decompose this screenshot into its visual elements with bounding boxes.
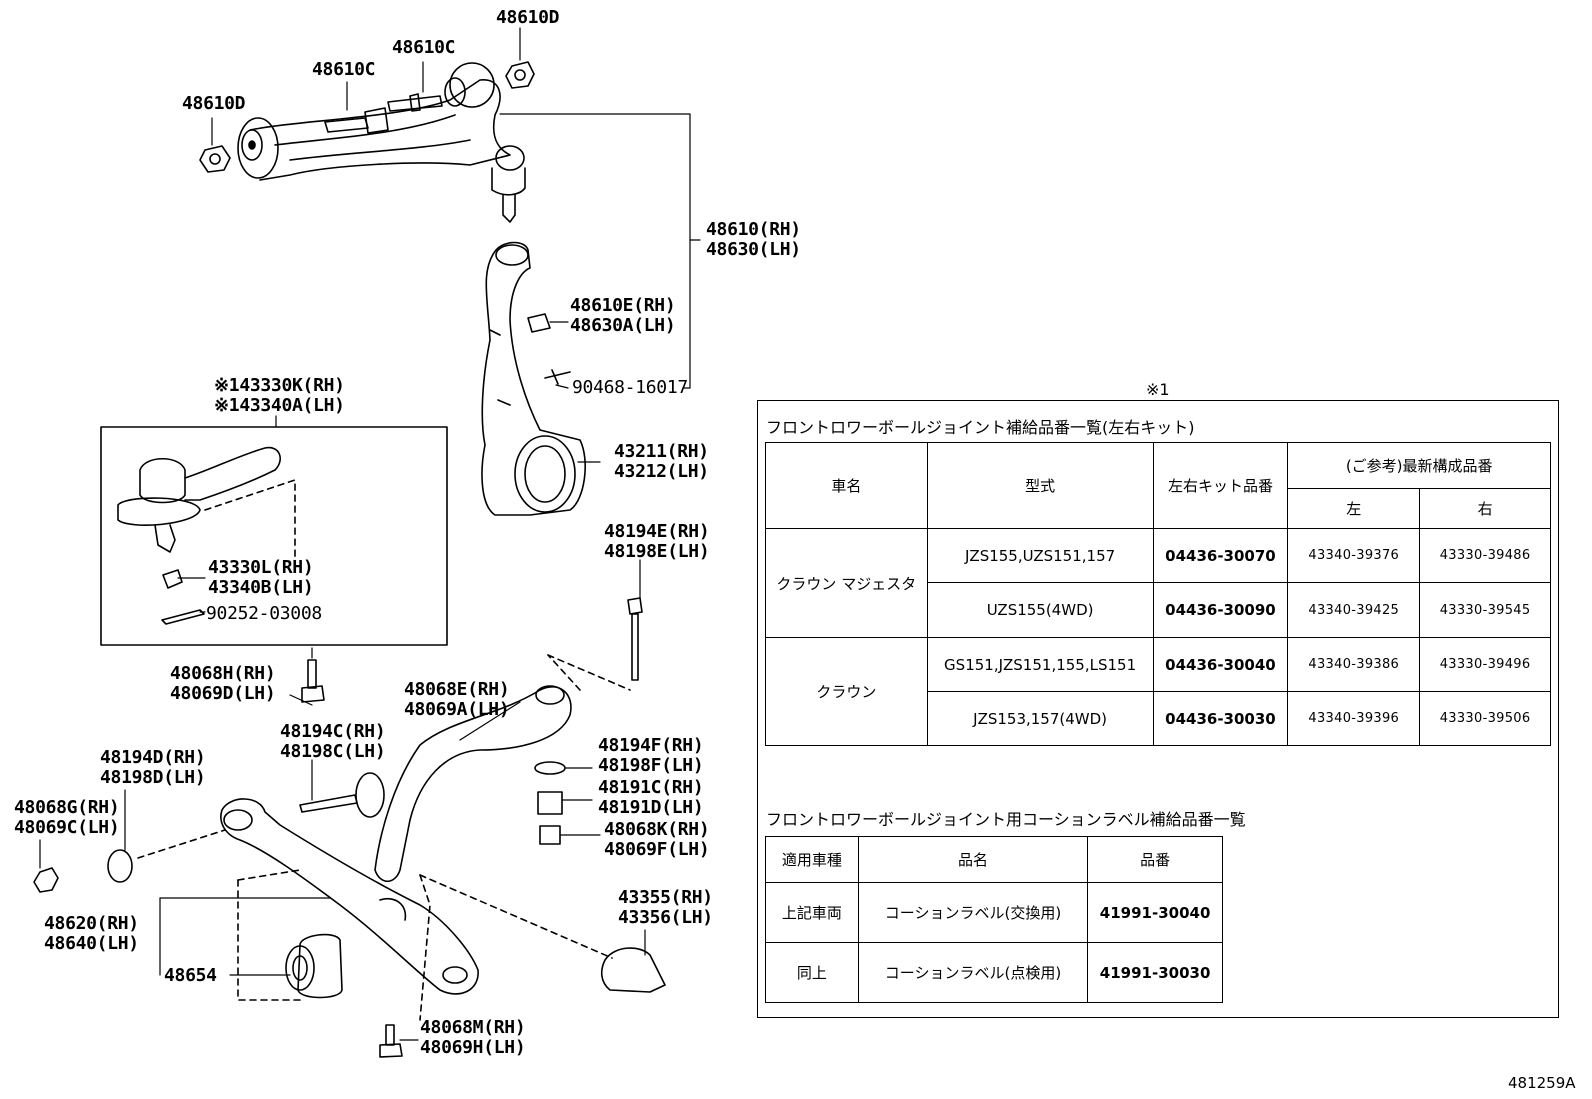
model-cell: JZS153,157(4WD)	[926, 691, 1154, 746]
table2-title: フロントロワーボールジョイント用コーションラベル補給品番一覧	[766, 810, 1246, 829]
header-part: 品番	[1087, 836, 1223, 883]
left-part-number[interactable]: 43340-39386	[1287, 637, 1421, 692]
right-part-number[interactable]: 43330-39486	[1419, 528, 1551, 583]
table-row: クラウン マジェスタ JZS155,UZS151,157 04436-30070…	[765, 528, 1551, 638]
left-part-number[interactable]: 43340-39396	[1287, 691, 1421, 746]
callout-90468[interactable]: 90468-16017	[572, 377, 688, 398]
callout-48194F[interactable]: 48194F(RH)48198F(LH)	[598, 735, 704, 776]
callout-48610[interactable]: 48610(RH)48630(LH)	[706, 219, 801, 260]
kit-part-number[interactable]: 04436-30040	[1152, 637, 1289, 692]
label-part-number[interactable]: 41991-30040	[1087, 882, 1223, 943]
table-frame	[757, 400, 1559, 1018]
header-car: 車名	[765, 442, 928, 529]
callout-48068M[interactable]: 48068M(RH)48069H(LH)	[420, 1017, 526, 1058]
callout-48068E[interactable]: 48068E(RH)48069A(LH)	[404, 679, 510, 720]
table-row: 上記車両 コーションラベル(交換用) 41991-30040	[765, 882, 1223, 943]
callout-48194E[interactable]: 48194E(RH)48198E(LH)	[604, 521, 710, 562]
callout-90252[interactable]: 90252-03008	[206, 603, 322, 624]
table-row: JZS153,157(4WD) 04436-30030 43340-39396 …	[766, 691, 1551, 746]
model-cell: JZS155,UZS151,157	[926, 528, 1154, 583]
callout-43330L[interactable]: 43330L(RH)43340B(LH)	[208, 557, 314, 598]
leader-lines	[39, 27, 701, 1041]
table1-title: フロントロワーボールジョイント補給品番一覧(左右キット)	[766, 418, 1195, 437]
right-part-number[interactable]: 43330-39506	[1419, 691, 1551, 746]
kit-part-number[interactable]: 04436-30070	[1152, 528, 1289, 583]
table-row: UZS155(4WD) 04436-30090 43340-39425 4333…	[766, 582, 1551, 638]
header-left: 左	[1287, 488, 1421, 529]
ball-joint-kit-box	[100, 426, 448, 646]
callout-48654[interactable]: 48654	[164, 965, 217, 986]
kit-part-number[interactable]: 04436-30090	[1152, 582, 1289, 638]
upper-arm-drawing	[199, 61, 535, 223]
header-name: 品名	[857, 836, 1089, 883]
ball-joint-kit-table: 車名 型式 左右キット品番 (ご参考)最新構成品番 左 右 クラウン マジェスタ…	[765, 442, 1551, 746]
header-model: 型式	[926, 442, 1154, 529]
callout-43355[interactable]: 43355(RH)43356(LH)	[618, 887, 713, 928]
callout-48610D-left[interactable]: 48610D	[182, 93, 246, 114]
callout-48191C[interactable]: 48191C(RH)48191D(LH)	[598, 777, 704, 818]
callout-48068G[interactable]: 48068G(RH)48069C(LH)	[14, 797, 120, 838]
callout-48068K[interactable]: 48068K(RH)48069F(LH)	[604, 819, 710, 860]
steering-knuckle-drawing	[481, 241, 586, 516]
table-row: 同上 コーションラベル(点検用) 41991-30030	[765, 942, 1223, 1003]
right-part-number[interactable]: 43330-39545	[1419, 582, 1551, 638]
label-part-number[interactable]: 41991-30030	[1087, 942, 1223, 1003]
header-right: 右	[1419, 488, 1551, 529]
callout-43330K[interactable]: ※143330K(RH)※143340A(LH)	[214, 375, 345, 416]
callout-43211[interactable]: 43211(RH)43212(LH)	[614, 441, 709, 482]
header-kit: 左右キット品番	[1152, 442, 1289, 529]
name-cell: コーションラベル(交換用)	[857, 882, 1089, 943]
callout-48068H[interactable]: 48068H(RH)48069D(LH)	[170, 663, 276, 704]
callout-48620[interactable]: 48620(RH)48640(LH)	[44, 913, 139, 954]
callout-48194C[interactable]: 48194C(RH)48198C(LH)	[280, 721, 386, 762]
name-cell: コーションラベル(点検用)	[857, 942, 1089, 1003]
callout-48610D-top[interactable]: 48610D	[496, 7, 560, 28]
caution-label-table: 適用車種 品名 品番 上記車両 コーションラベル(交換用) 41991-3004…	[765, 836, 1223, 1003]
table-row: クラウン GS151,JZS151,155,LS151 04436-30040 …	[765, 637, 1551, 746]
callout-48194D[interactable]: 48194D(RH)48198D(LH)	[100, 747, 206, 788]
lower-ball-joint-drawing	[117, 446, 296, 625]
callout-48610C-right[interactable]: 48610C	[392, 37, 456, 58]
kit-part-number[interactable]: 04436-30030	[1152, 691, 1289, 746]
lower-arm-drawing	[33, 597, 666, 1058]
car-name: クラウン	[765, 637, 928, 746]
car-name: クラウン マジェスタ	[765, 528, 928, 638]
callout-48610C-left[interactable]: 48610C	[312, 59, 376, 80]
model-cell: UZS155(4WD)	[926, 582, 1154, 638]
note-mark: ※1	[1146, 380, 1170, 399]
header-applicable: 適用車種	[765, 836, 859, 883]
model-cell: GS151,JZS151,155,LS151	[926, 637, 1154, 692]
callout-48610E[interactable]: 48610E(RH)48630A(LH)	[570, 295, 676, 336]
figure-code: 481259A	[1508, 1074, 1576, 1092]
applicable-cell: 上記車両	[765, 882, 859, 943]
header-ref: (ご参考)最新構成品番	[1287, 442, 1551, 489]
applicable-cell: 同上	[765, 942, 859, 1003]
left-part-number[interactable]: 43340-39425	[1287, 582, 1421, 638]
left-part-number[interactable]: 43340-39376	[1287, 528, 1421, 583]
right-part-number[interactable]: 43330-39496	[1419, 637, 1551, 692]
